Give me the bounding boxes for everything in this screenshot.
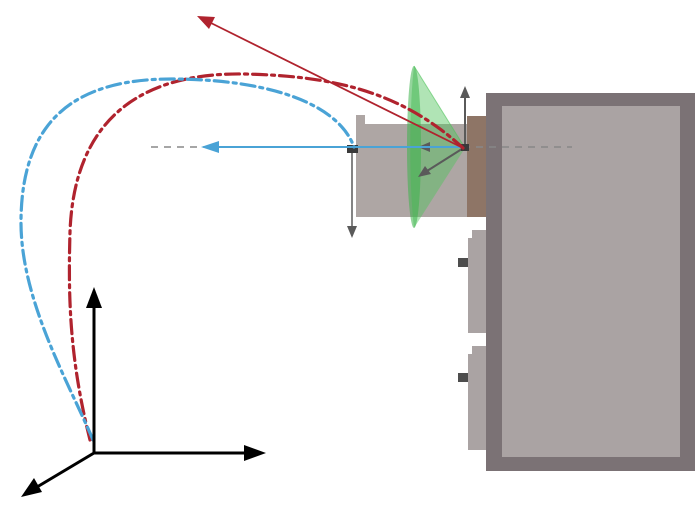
red-trajectory [67, 72, 465, 442]
tool-body-tab [356, 115, 365, 125]
docking-slots [458, 230, 486, 450]
docking-slot-upper [468, 238, 486, 333]
tool-pose-origin-marker [461, 144, 469, 151]
world-axis-diagonal [36, 451, 95, 489]
docking-slot-lower [468, 354, 486, 450]
world-frame [21, 287, 266, 497]
machine-housing [486, 93, 695, 471]
blue-approach-vector [201, 141, 462, 153]
machine-panel [502, 106, 680, 457]
tool-tip-marker [347, 145, 358, 153]
tool-tip-axis [347, 145, 358, 238]
tool-flange [467, 116, 486, 217]
red-approach-vector [197, 16, 464, 149]
docking-slot-lower-marker [458, 373, 468, 382]
blue-trajectory [19, 77, 356, 442]
docking-slot-lower-lip [472, 346, 486, 356]
docking-slot-upper-marker [458, 258, 468, 267]
docking-slot-upper-lip [472, 230, 486, 240]
tool-pose-axis-diagonal [426, 146, 466, 172]
